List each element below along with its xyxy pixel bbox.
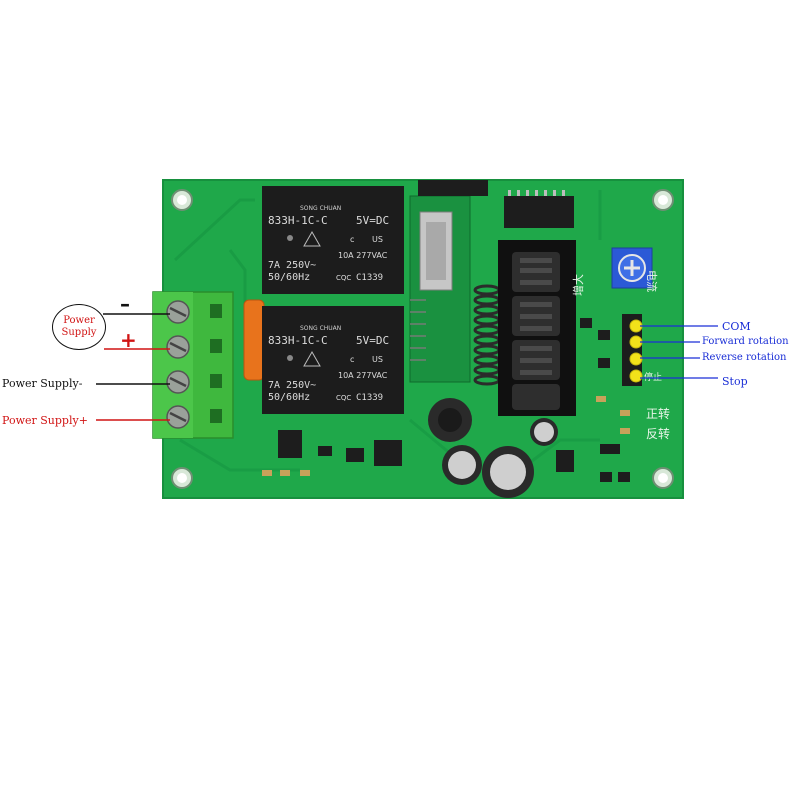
svg-text:C1339: C1339	[356, 393, 383, 403]
power-supply-circle-line1: Power	[63, 314, 95, 326]
svg-text:833H-1C-C: 833H-1C-C	[268, 334, 328, 347]
svg-text:10A 277VAC: 10A 277VAC	[338, 251, 388, 260]
svg-text:833H-1C-C: 833H-1C-C	[268, 214, 328, 227]
svg-text:CQC: CQC	[336, 274, 351, 282]
svg-text:5V=DC: 5V=DC	[356, 214, 389, 227]
mounting-holes	[171, 189, 674, 489]
forward-rotation-label: Forward rotation	[702, 336, 789, 347]
rf-receiver-module	[409, 195, 501, 386]
com-label: COM	[722, 320, 751, 333]
svg-text:正转: 正转	[646, 406, 670, 421]
svg-text:c: c	[350, 235, 354, 244]
svg-text:C1339: C1339	[356, 273, 383, 283]
svg-text:反转: 反转	[646, 426, 670, 441]
relay-bottom: SONG CHUAN 833H-1C-C 5V=DC 7A 250V~ 50/6…	[262, 306, 404, 414]
plus-sign: +	[120, 328, 137, 352]
smd-components	[278, 180, 630, 482]
seven-segment-display	[498, 240, 576, 416]
svg-text:50/60Hz: 50/60Hz	[268, 392, 310, 403]
ic-chip-top	[504, 196, 574, 228]
header-pins	[622, 314, 643, 386]
electrolytic-capacitors	[428, 398, 558, 498]
svg-text:c: c	[350, 355, 354, 364]
svg-text:SONG CHUAN: SONG CHUAN	[300, 205, 341, 212]
svg-text:电流: 电流	[645, 270, 659, 292]
svg-text:US: US	[372, 355, 383, 364]
potentiometer	[611, 247, 653, 289]
terminal-block	[152, 291, 234, 439]
svg-text:停止: 停止	[644, 371, 662, 383]
power-supply-circle-line2: Supply	[61, 327, 97, 338]
minus-sign: –	[120, 292, 130, 316]
svg-text:50/60Hz: 50/60Hz	[268, 272, 310, 283]
svg-text:7A 250V~: 7A 250V~	[268, 260, 316, 271]
svg-text:CQC: CQC	[336, 394, 351, 402]
svg-text:增大: 增大	[571, 274, 585, 296]
svg-text:7A 250V~: 7A 250V~	[268, 380, 316, 391]
relay-top: SONG CHUAN 833H-1C-C 5V=DC 7A 250V~ 50/6…	[262, 186, 404, 294]
svg-text:US: US	[372, 235, 383, 244]
svg-text:SONG CHUAN: SONG CHUAN	[300, 325, 341, 332]
power-supply-circle-label: Power Supply	[52, 304, 106, 350]
reverse-rotation-label: Reverse rotation	[702, 352, 787, 363]
svg-text:10A 277VAC: 10A 277VAC	[338, 371, 388, 380]
power-supply-plus-label: Power Supply+	[2, 414, 88, 427]
stop-label: Stop	[722, 375, 748, 388]
svg-text:5V=DC: 5V=DC	[356, 334, 389, 347]
power-supply-minus-label: Power Supply-	[2, 377, 83, 390]
